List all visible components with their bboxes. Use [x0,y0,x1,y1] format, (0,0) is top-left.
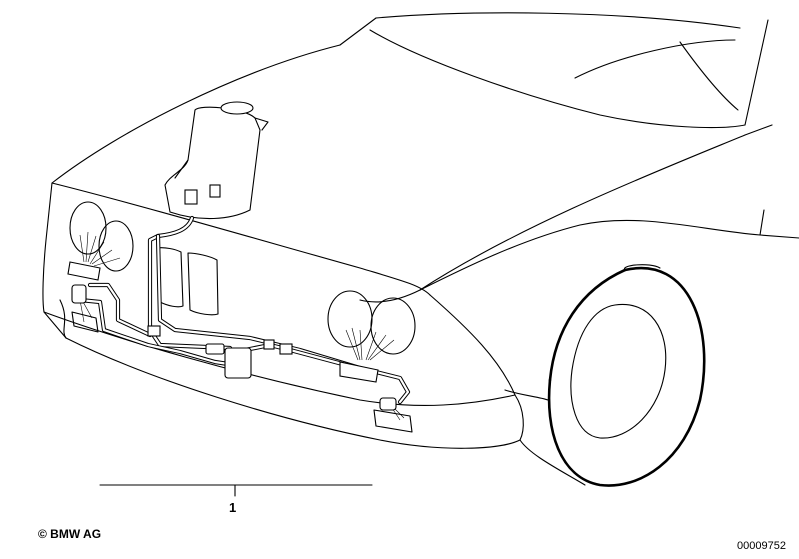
image-number: 00009752 [737,540,786,552]
washer-reservoir [164,101,269,220]
copyright-text: © BMW AG [38,527,102,541]
front-wheel [547,264,706,487]
fog-lights [71,311,413,433]
callout-label: 1 [229,500,237,515]
car-body-outline [42,12,799,486]
headlights [69,201,416,421]
kidney-grille [156,247,219,316]
washer-hoses [77,215,411,405]
washer-pump-and-nozzles [67,261,397,411]
callout-leader [99,484,373,497]
